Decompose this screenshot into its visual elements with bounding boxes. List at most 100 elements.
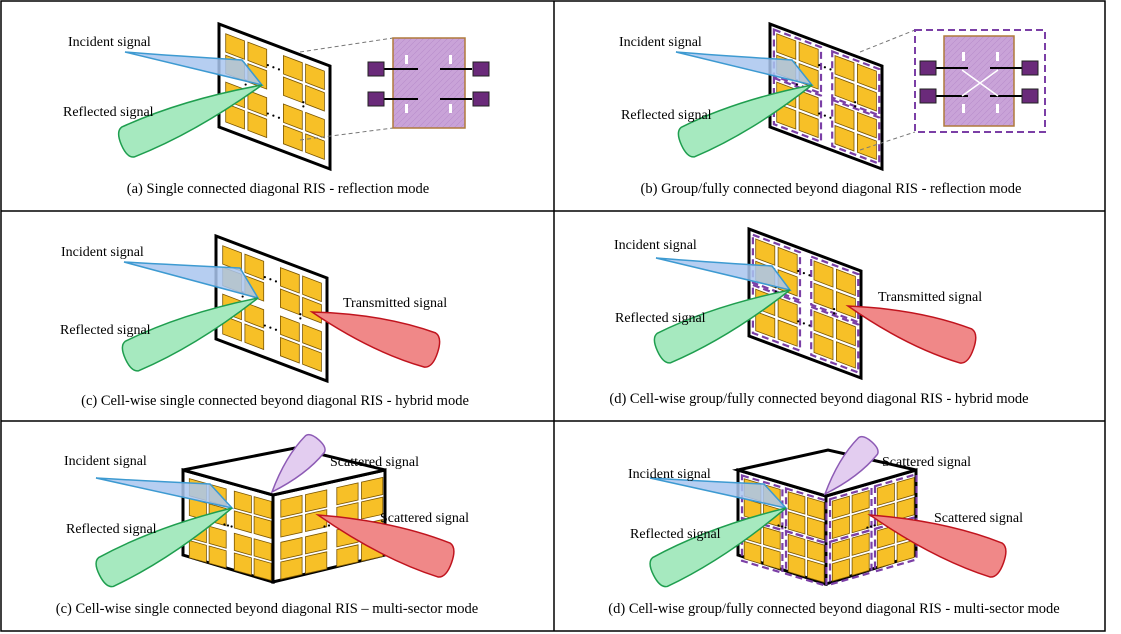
reflected-label: Reflected signal <box>630 527 721 542</box>
caption-b: (b) Group/fully connected beyond diagona… <box>641 181 1022 197</box>
ellipsis-dot <box>277 116 281 119</box>
incident-label: Incident signal <box>614 238 697 253</box>
scattered-right-lobe <box>867 514 1007 578</box>
ris-element <box>233 532 252 556</box>
scattered-top-lobe <box>823 435 879 496</box>
ris-element <box>834 103 855 131</box>
zoom-callout <box>299 37 490 141</box>
group-connection-outline <box>828 485 873 544</box>
ellipsis-dot <box>272 66 275 69</box>
ris-element <box>813 332 834 361</box>
ris-element <box>208 525 227 549</box>
panel-a: Incident signal Reflected signal (a) Sin… <box>63 21 490 197</box>
ris-element <box>851 552 870 576</box>
panel-b: Incident signal Reflected signal (b) Gro… <box>619 21 1046 197</box>
group-connection-outline <box>740 474 784 532</box>
panel-b-beams-over <box>675 51 814 158</box>
ris-element <box>807 559 825 583</box>
ris-element <box>857 84 877 112</box>
ellipsis-dot <box>230 525 233 528</box>
ris-element <box>896 476 915 501</box>
ris-element <box>279 336 300 364</box>
ris-element <box>851 489 870 514</box>
ris-element <box>755 311 776 339</box>
ris-element <box>282 76 303 104</box>
caption-c-multisector: (c) Cell-wise single connected beyond di… <box>56 601 478 617</box>
ellipsis-dot <box>266 112 269 115</box>
ris-element <box>851 509 870 534</box>
group-connection-outline <box>831 49 881 117</box>
ellipsis-dot <box>833 312 836 315</box>
scattered-right-lobe <box>315 514 455 578</box>
port-squares <box>919 60 1039 104</box>
incident-label: Incident signal <box>68 35 151 50</box>
scattered-top-lobe <box>270 433 326 494</box>
ris-element <box>834 124 855 152</box>
ris-element <box>777 246 798 275</box>
reflected-label: Reflected signal <box>621 108 712 123</box>
circuit-block <box>943 35 1015 127</box>
ellipsis-dot <box>302 101 305 104</box>
ellipsis-dot <box>263 276 266 279</box>
ellipsis-dot <box>274 280 278 283</box>
ellipsis-dot <box>869 525 873 528</box>
reflected-lobe <box>121 297 259 372</box>
ris-element <box>305 84 325 112</box>
ris-element <box>776 33 797 60</box>
ris-element <box>305 133 325 160</box>
ris-element <box>305 63 325 91</box>
ris-element <box>225 103 245 130</box>
transmitted-lobe <box>309 311 441 368</box>
ellipsis-dot <box>784 526 787 529</box>
ellipsis-dot <box>823 66 826 69</box>
ellipsis-dot <box>823 114 826 117</box>
ris-element <box>807 496 825 521</box>
ellipsis-dot <box>808 324 811 327</box>
ellipsis-dot <box>244 83 247 86</box>
ellipsis-dot <box>269 278 272 281</box>
ris-element <box>836 341 856 369</box>
transmitted-label: Transmitted signal <box>878 290 982 305</box>
ris-element <box>896 539 915 563</box>
incident-beam <box>124 51 264 87</box>
panel-c-hybrid: Incident signal Reflected signal Transmi… <box>60 233 469 409</box>
ris-element <box>233 490 252 514</box>
ris-element <box>302 345 322 372</box>
ellipsis-dot <box>223 523 226 526</box>
ris-element <box>336 544 359 568</box>
ellipsis-dot <box>866 526 869 529</box>
port-squares <box>367 61 490 107</box>
reflected-lobe <box>649 507 787 588</box>
ris-element <box>279 267 300 294</box>
ris-element <box>233 510 252 534</box>
group-connection-outline <box>751 233 802 302</box>
ris-element <box>776 103 797 130</box>
ris-element <box>279 288 300 316</box>
ris-element <box>787 511 806 535</box>
ellipsis-dot <box>299 313 302 316</box>
ris-element <box>244 301 265 329</box>
caption-c-hybrid: (c) Cell-wise single connected beyond di… <box>81 393 469 409</box>
incident-beam <box>675 51 814 87</box>
panel-d-beams-over <box>653 257 977 364</box>
ellipsis-dot <box>833 307 836 311</box>
ris-element <box>798 111 819 139</box>
ellipsis-dot <box>299 317 302 320</box>
reflected-lobe <box>95 507 233 588</box>
scattered-top-label: Scattered signal <box>330 455 419 470</box>
ris-element <box>244 323 265 351</box>
ellipsis-dot <box>795 83 798 86</box>
circuit-block <box>392 37 466 129</box>
ellipsis-dot <box>269 326 272 329</box>
ellipsis-dot <box>797 269 800 273</box>
ris-element <box>282 103 303 131</box>
ris-element <box>280 556 303 580</box>
ris-element <box>279 315 300 343</box>
reflected-lobe <box>677 84 813 158</box>
caption-a: (a) Single connected diagonal RIS - refl… <box>127 181 429 197</box>
ris-element <box>743 540 762 565</box>
ris-element <box>302 296 322 324</box>
ris-element <box>798 41 819 69</box>
ris-element <box>302 275 322 303</box>
